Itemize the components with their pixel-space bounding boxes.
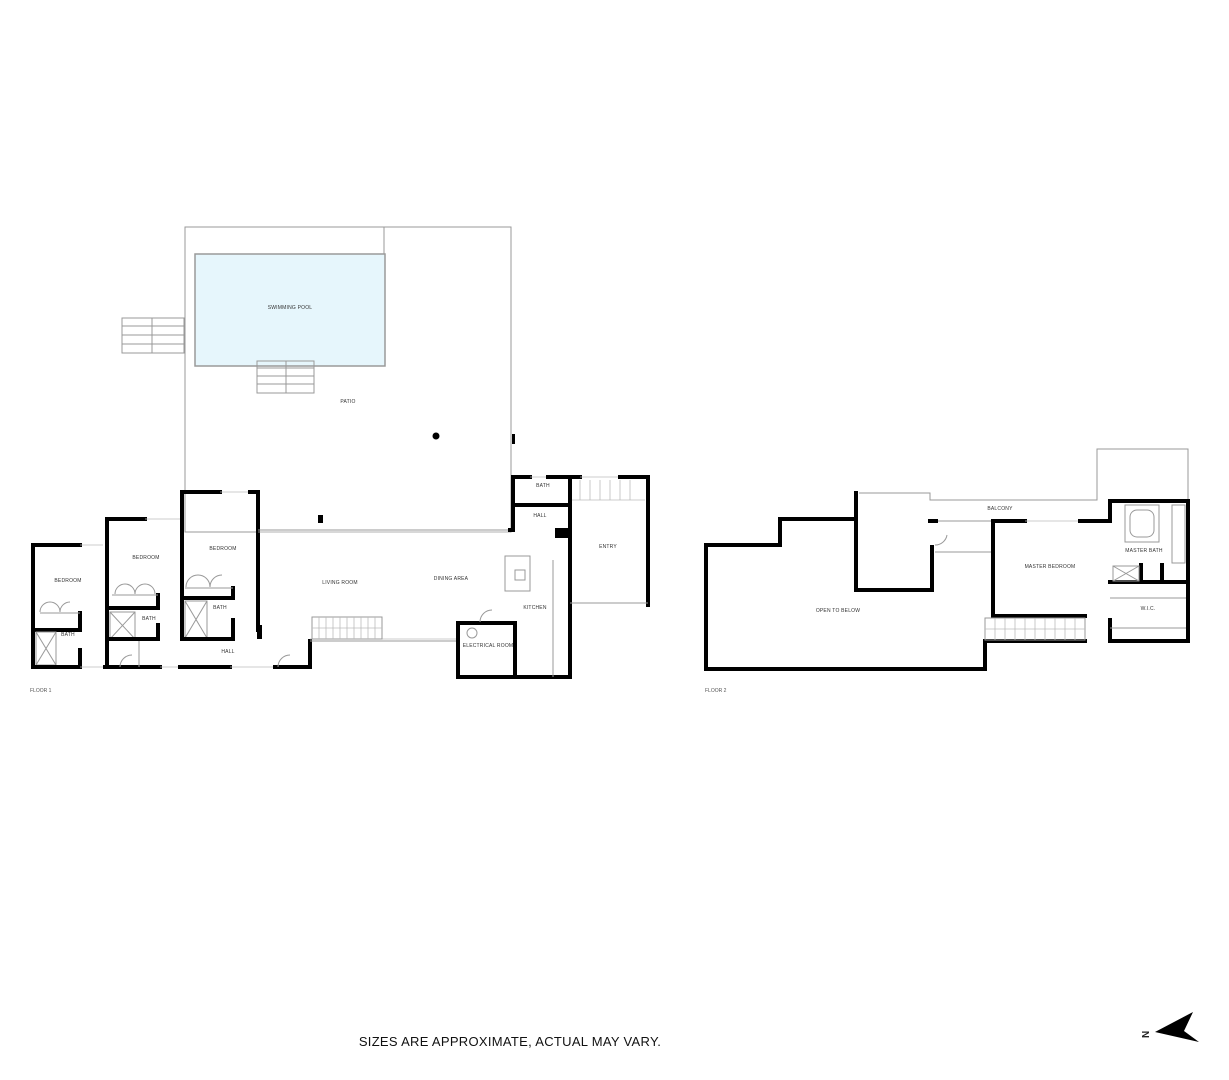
stairs-floor-1	[311, 616, 383, 640]
north-arrow-icon	[1155, 1012, 1199, 1042]
label-bedroom-2: BEDROOM	[132, 555, 159, 561]
disclaimer-text: SIZES ARE APPROXIMATE, ACTUAL MAY VARY.	[358, 1034, 662, 1049]
floor-1: SWIMMING POOL PATIO BEDROOM BEDROOM BEDR…	[30, 226, 650, 694]
stairs-floor-2	[984, 617, 1086, 641]
stairs-entry	[572, 480, 645, 501]
label-bath-1: BATH	[61, 632, 75, 638]
label-bath-2: BATH	[142, 616, 156, 622]
label-hall-1: HALL	[221, 649, 234, 655]
column	[432, 432, 440, 440]
floor-2: OPEN TO BELOW BALCONY MASTER BEDROOM MAS…	[704, 448, 1190, 694]
label-electrical-room: ELECTRICAL ROOM	[463, 643, 514, 649]
label-master-bedroom: MASTER BEDROOM	[1025, 564, 1076, 570]
label-wic: W.I.C.	[1141, 606, 1156, 612]
kitchen-island	[504, 555, 531, 592]
label-hall-2: HALL	[533, 513, 546, 519]
label-bedroom-3: BEDROOM	[209, 546, 236, 552]
label-entry: ENTRY	[599, 544, 617, 550]
label-bedroom-1: BEDROOM	[54, 578, 81, 584]
label-bath-3: BATH	[213, 605, 227, 611]
label-master-bath: MASTER BATH	[1125, 548, 1163, 554]
swimming-pool	[194, 253, 386, 367]
pool-steps	[256, 360, 315, 394]
side-steps	[121, 317, 185, 354]
compass-label: N	[1141, 1031, 1152, 1038]
label-patio: PATIO	[340, 399, 355, 405]
label-open-to-below: OPEN TO BELOW	[816, 608, 860, 614]
label-kitchen: KITCHEN	[523, 605, 547, 611]
label-bath-4: BATH	[536, 483, 550, 489]
label-dining-area: DINING AREA	[434, 576, 469, 582]
label-balcony: BALCONY	[987, 506, 1013, 512]
compass: N	[1141, 1012, 1199, 1042]
floor-1-label: FLOOR 1	[30, 688, 52, 694]
label-living-room: LIVING ROOM	[322, 580, 358, 586]
floor-2-label: FLOOR 2	[705, 688, 727, 694]
label-swimming-pool: SWIMMING POOL	[268, 305, 313, 311]
